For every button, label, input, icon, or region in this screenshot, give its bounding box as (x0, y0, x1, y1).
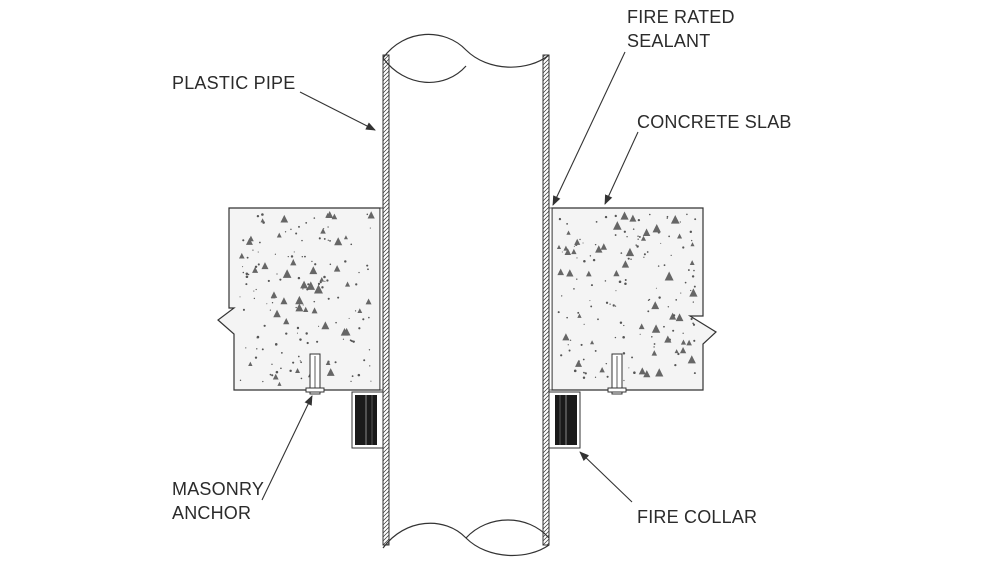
leader-fire-collar (579, 451, 633, 503)
label-fire-rated-line2: SEALANT (627, 31, 711, 51)
leader-concrete-slab (604, 131, 639, 205)
label-fire-collar: FIRE COLLAR (637, 507, 758, 527)
plastic-pipe (382, 33, 550, 556)
leader-fire-rated-sealant (552, 51, 626, 206)
leader-lines (261, 51, 639, 503)
fire-collar-left (351, 391, 384, 449)
label-plastic-pipe: PLASTIC PIPE (172, 73, 296, 93)
pipe-wall-left (382, 54, 390, 546)
label-masonry-line1: MASONRY (172, 479, 265, 499)
masonry-anchor-left (305, 353, 325, 395)
leader-plastic-pipe (299, 91, 376, 131)
pipe-wall-right (542, 54, 550, 546)
concrete-slab-left (217, 207, 381, 391)
masonry-anchor-right (607, 353, 627, 395)
label-fire-rated-line1: FIRE RATED (627, 7, 735, 27)
label-masonry-line2: ANCHOR (172, 503, 252, 523)
label-concrete-slab: CONCRETE SLAB (637, 112, 792, 132)
concrete-slab-right (551, 207, 717, 391)
leader-masonry-anchor (261, 395, 313, 501)
fire-collar-right (548, 391, 581, 449)
